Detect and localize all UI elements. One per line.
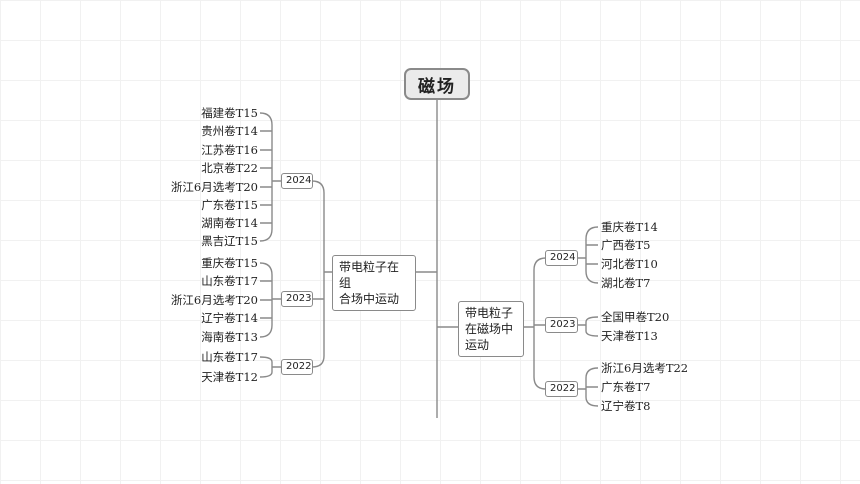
left-2024-leaf[interactable]: 江苏卷T16 <box>201 143 258 157</box>
link-left-2024-leaves <box>259 112 281 242</box>
left-year-2022[interactable]: 2022 <box>281 359 313 375</box>
right-topic-line-2: 在磁场中 <box>465 322 514 336</box>
left-2024-leaf[interactable]: 北京卷T22 <box>201 161 258 175</box>
left-2024-leaf[interactable]: 贵州卷T14 <box>201 124 258 138</box>
left-2023-leaf[interactable]: 海南卷T13 <box>201 330 258 344</box>
right-topic-node[interactable]: 带电粒子 在磁场中 运动 <box>458 301 524 357</box>
right-2024-leaf[interactable]: 河北卷T10 <box>601 257 658 271</box>
right-2024-leaf[interactable]: 广西卷T5 <box>601 238 651 252</box>
link-right-topic-years <box>524 257 547 390</box>
link-right-2023-leaves <box>578 316 599 337</box>
left-2024-leaf[interactable]: 湖南卷T14 <box>201 216 258 230</box>
left-topic-line-2: 合场中运动 <box>339 292 400 306</box>
left-topic-node[interactable]: 带电粒子在组 合场中运动 <box>332 255 416 311</box>
left-2022-leaf[interactable]: 山东卷T17 <box>201 350 258 364</box>
right-topic-line-1: 带电粒子 <box>465 306 514 320</box>
link-right-2022-leaves <box>578 367 599 407</box>
root-topic[interactable]: 磁场 <box>404 68 470 100</box>
left-2024-leaf[interactable]: 广东卷T15 <box>201 198 258 212</box>
left-2022-leaf[interactable]: 天津卷T12 <box>201 370 258 384</box>
right-2022-leaf[interactable]: 辽宁卷T8 <box>601 399 651 413</box>
link-left-2022-leaves <box>259 356 281 378</box>
right-topic-line-3: 运动 <box>465 338 490 352</box>
left-topic-line-1: 带电粒子在组 <box>339 260 400 290</box>
right-2022-leaf[interactable]: 广东卷T7 <box>601 380 651 394</box>
left-year-2023[interactable]: 2023 <box>281 291 313 307</box>
link-left-topic-years <box>311 180 332 368</box>
left-year-2024[interactable]: 2024 <box>281 173 313 189</box>
right-2024-leaf[interactable]: 重庆卷T14 <box>601 220 658 234</box>
right-year-2022[interactable]: 2022 <box>545 381 578 397</box>
right-year-2024[interactable]: 2024 <box>545 250 578 266</box>
right-2024-leaf[interactable]: 湖北卷T7 <box>601 276 651 290</box>
right-2023-leaf[interactable]: 全国甲卷T20 <box>601 310 670 324</box>
right-2022-leaf[interactable]: 浙江6月选考T22 <box>601 361 689 375</box>
left-2023-leaf[interactable]: 重庆卷T15 <box>201 256 258 270</box>
left-2023-leaf[interactable]: 辽宁卷T14 <box>201 311 258 325</box>
left-2024-leaf[interactable]: 浙江6月选考T20 <box>170 180 258 194</box>
right-year-2023[interactable]: 2023 <box>545 317 578 333</box>
left-2024-leaf[interactable]: 福建卷T15 <box>201 106 258 120</box>
left-2023-leaf[interactable]: 浙江6月选考T20 <box>170 293 258 307</box>
left-2023-leaf[interactable]: 山东卷T17 <box>201 274 258 288</box>
link-left-2023-leaves <box>259 262 281 338</box>
left-2024-leaf[interactable]: 黑吉辽T15 <box>201 234 258 248</box>
link-right-2024-leaves <box>578 226 599 284</box>
right-2023-leaf[interactable]: 天津卷T13 <box>601 329 658 343</box>
